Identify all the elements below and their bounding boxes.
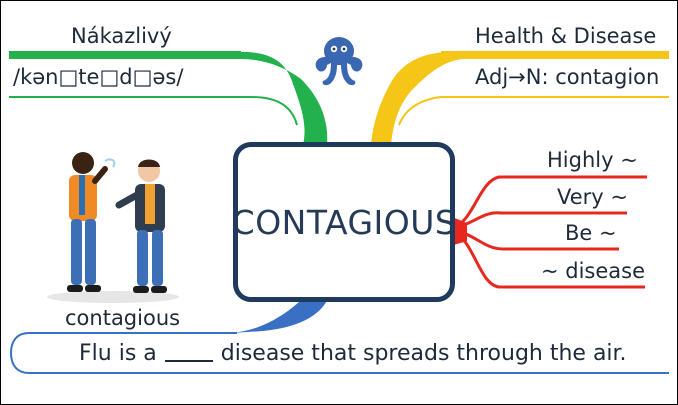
octopus-logo-icon [315, 37, 363, 86]
center-word-box: CONTAGIOUS [231, 142, 457, 302]
pronunciation-label: /kən□te□d□əs/ [13, 65, 184, 89]
example-before-blank: Flu is a [79, 341, 157, 366]
center-word: CONTAGIOUS [231, 202, 457, 242]
example-after-blank: disease that spreads through the air. [220, 341, 627, 366]
derivation-label: Adj→N: contagion [475, 65, 660, 89]
translation-label: Nákazlivý [71, 24, 172, 48]
image-caption: contagious [65, 306, 181, 330]
collocation-4: ~ disease [541, 259, 646, 283]
collocation-3: Be ~ [565, 221, 617, 245]
example-blank [164, 360, 213, 362]
topic-label: Health & Disease [475, 24, 657, 48]
collocation-2: Very ~ [557, 185, 628, 209]
example-sentence: Flu is a disease that spreads through the… [79, 343, 627, 365]
people-coughing-illustration [47, 152, 179, 303]
collocation-1: Highly ~ [547, 148, 638, 172]
